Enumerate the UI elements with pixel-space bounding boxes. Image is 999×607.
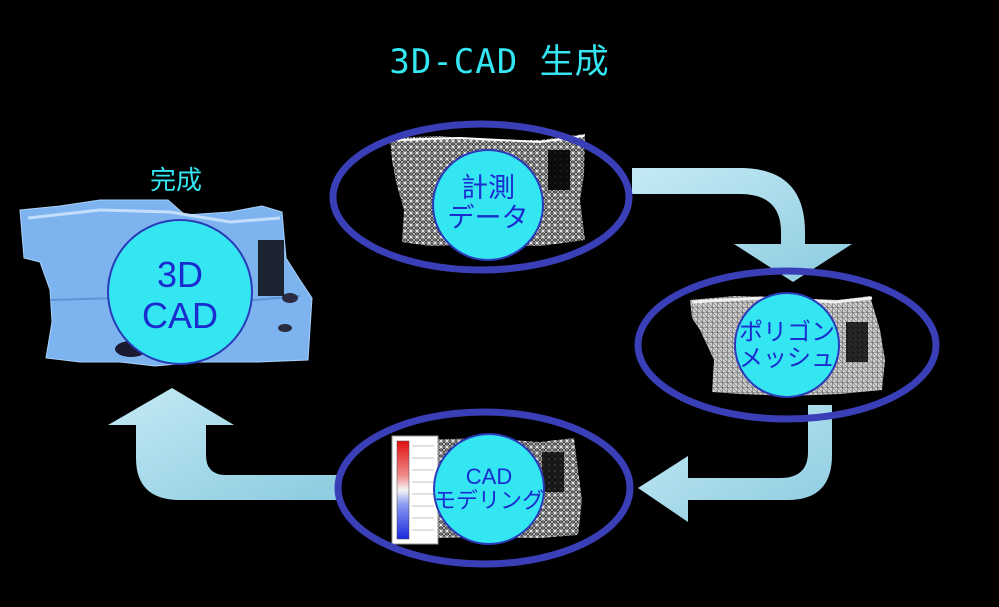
node-label-measurement: 計測 データ	[433, 160, 543, 248]
node-circle-modeling	[433, 433, 545, 545]
node-label-polygon-line2: メッシュ	[739, 345, 835, 372]
arrow-polygon-to-modeling	[638, 405, 832, 522]
arrow-measure-to-polygon	[632, 168, 852, 282]
node-label-measurement-line2: データ	[447, 203, 529, 233]
node-label-polygon: ポリゴン メッシュ	[737, 296, 837, 396]
flow-arrows	[108, 168, 852, 522]
node-label-cad3d-line1: 3D	[156, 253, 204, 295]
node-circle-polygon	[734, 292, 840, 398]
ellipse-measurement	[329, 120, 633, 274]
node-label-measurement-line1: 計測	[461, 173, 515, 204]
node-label-modeling: CAD モデリング	[434, 440, 544, 538]
completed-label: 完成	[150, 166, 203, 196]
node-circle-measurement	[432, 149, 544, 261]
ellipse-polygon	[634, 267, 940, 423]
ellipse-modeling	[334, 408, 634, 568]
node-label-polygon-line1: ポリゴン	[739, 318, 835, 346]
diagram-title: 3D-CAD 生成	[389, 42, 610, 82]
node-label-cad3d-line2: CAD	[141, 295, 218, 336]
node-circle-cad3d	[107, 219, 253, 365]
node-label-modeling-line2: モデリング	[434, 488, 545, 513]
arrow-modeling-to-cad	[108, 388, 340, 500]
deviation-color-scale-icon	[396, 440, 410, 540]
node-label-cad3d: 3D CAD	[110, 232, 250, 358]
node-label-modeling-line1: CAD	[465, 463, 513, 489]
